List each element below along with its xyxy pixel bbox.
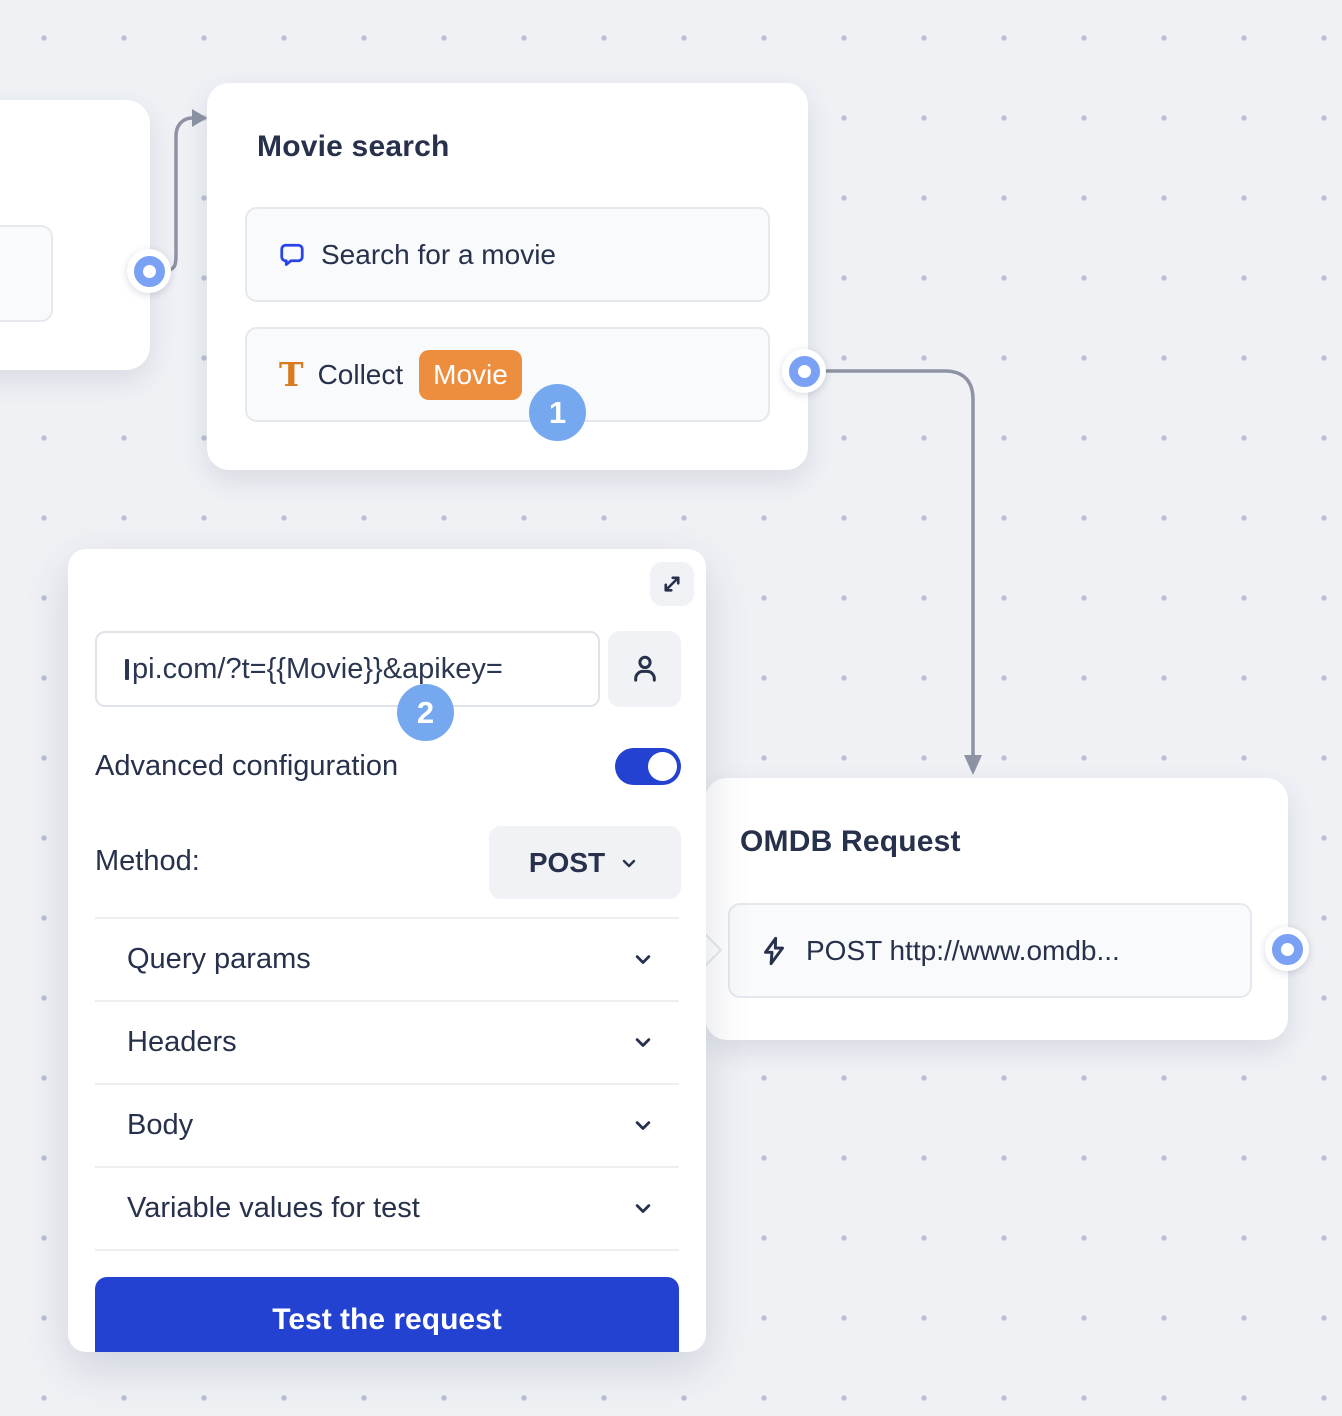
- edge-arrowhead-down: [964, 755, 982, 775]
- expand-button[interactable]: [650, 562, 694, 606]
- node-item-partial[interactable]: [0, 225, 53, 322]
- person-icon: [627, 651, 663, 687]
- node-item-label: POST http://www.omdb...: [806, 935, 1120, 967]
- lightning-icon: [758, 935, 790, 967]
- request-config-panel: pi.com/?t={{Movie}}&apikey= Advanced con…: [68, 549, 706, 1352]
- method-value: POST: [529, 847, 605, 879]
- method-label: Method:: [95, 845, 200, 878]
- step-badge-1: 1: [529, 384, 586, 441]
- edge-to-movie-search: [159, 118, 192, 271]
- chevron-down-icon: [629, 1194, 657, 1222]
- node-item-question[interactable]: Search for a movie: [245, 207, 770, 302]
- output-port-movie-search[interactable]: [782, 349, 826, 393]
- test-request-button[interactable]: Test the request: [95, 1277, 679, 1352]
- node-item-label: Collect: [318, 359, 404, 391]
- section-label: Variable values for test: [127, 1192, 420, 1225]
- url-input[interactable]: pi.com/?t={{Movie}}&apikey=: [95, 631, 600, 707]
- node-partial-left[interactable]: [0, 100, 150, 370]
- variable-tag-movie: Movie: [419, 350, 522, 400]
- section-headers[interactable]: Headers: [95, 1001, 679, 1083]
- advanced-config-toggle[interactable]: [615, 748, 681, 785]
- edge-arrowhead-right: [192, 109, 207, 127]
- chevron-down-icon: [629, 945, 657, 973]
- step-badge-2: 2: [397, 684, 454, 741]
- section-query-params[interactable]: Query params: [95, 918, 679, 1000]
- toggle-knob: [648, 752, 677, 781]
- node-title: Movie search: [257, 130, 450, 164]
- output-port-partial-node[interactable]: [127, 249, 171, 293]
- section-variable-values[interactable]: Variable values for test: [95, 1167, 679, 1249]
- node-item-webhook[interactable]: POST http://www.omdb...: [728, 903, 1252, 998]
- method-dropdown[interactable]: POST: [489, 826, 681, 899]
- chevron-down-icon: [629, 1028, 657, 1056]
- node-omdb-request[interactable]: OMDB Request POST http://www.omdb...: [705, 778, 1288, 1040]
- person-button[interactable]: [608, 631, 681, 707]
- edge-to-omdb-request: [818, 371, 973, 756]
- expand-icon: [657, 569, 687, 599]
- advanced-config-label: Advanced configuration: [95, 750, 398, 783]
- section-label: Query params: [127, 943, 311, 976]
- node-item-collect[interactable]: T Collect Movie: [245, 327, 770, 422]
- node-item-label: Search for a movie: [321, 239, 556, 271]
- chevron-down-icon: [629, 1111, 657, 1139]
- section-label: Body: [127, 1109, 193, 1142]
- node-title: OMDB Request: [740, 825, 961, 859]
- chat-bubble-icon: [277, 240, 307, 270]
- divider: [95, 1249, 679, 1251]
- section-label: Headers: [127, 1026, 237, 1059]
- node-movie-search[interactable]: Movie search Search for a movie T Collec…: [207, 83, 808, 470]
- url-input-value: pi.com/?t={{Movie}}&apikey=: [132, 653, 503, 685]
- output-port-omdb-request[interactable]: [1265, 927, 1309, 971]
- text-icon: T: [279, 358, 304, 391]
- section-body[interactable]: Body: [95, 1084, 679, 1166]
- chevron-down-icon: [617, 851, 641, 875]
- test-request-label: Test the request: [272, 1303, 502, 1337]
